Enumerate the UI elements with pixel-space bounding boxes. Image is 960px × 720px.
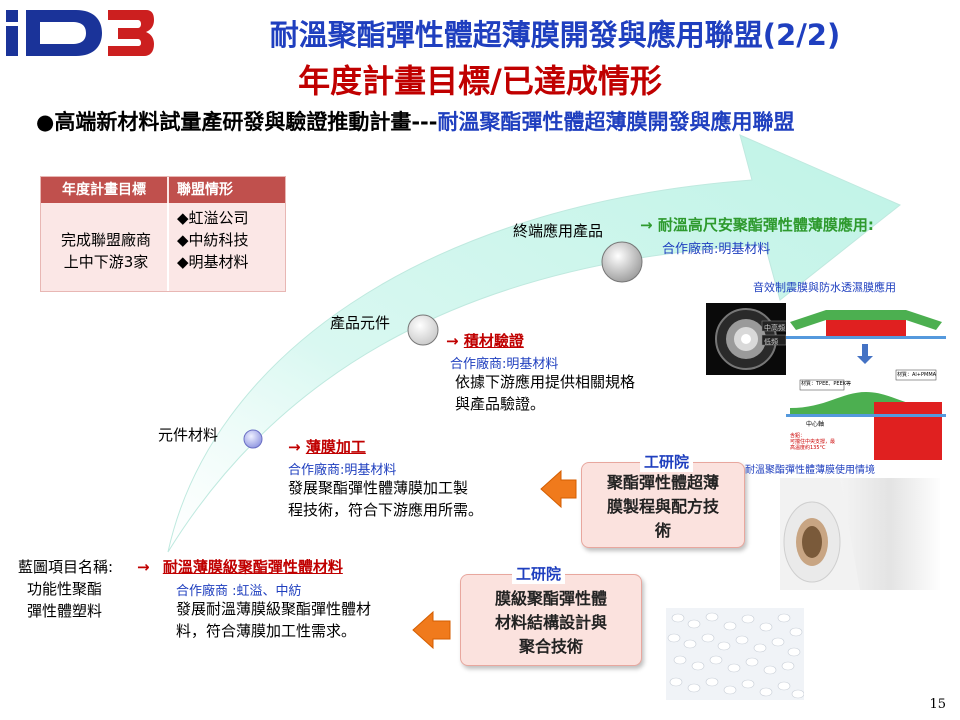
material-label-2: 材質：Al+PMMA [897, 372, 937, 378]
verification-desc: 依據下游應用提供相關規格 與產品驗證。 [455, 371, 635, 415]
plan-name: 耐溫聚酯彈性體超薄膜開發與應用聯盟 [437, 110, 795, 134]
film-processing-partner: 合作廠商:明基材料 [288, 463, 397, 478]
member-item: ◆中紡科技 [177, 231, 249, 249]
desc-line: 程技術，符合下游應用所需。 [288, 501, 484, 519]
box-line: 膜級聚酯彈性體 [494, 589, 607, 608]
desc-line: 發展耐溫薄膜級聚酯彈性體材 [176, 600, 372, 618]
arrow-icon: → [446, 332, 459, 350]
box-line: 材料結構設計與 [494, 613, 607, 632]
desc-line: 與產品驗證。 [455, 395, 546, 413]
orange-arrow-upper [540, 469, 577, 509]
box-line: 術 [654, 521, 671, 540]
blueprint-label: 藍圖項目名稱: 功能性聚酯 彈性體塑料 [18, 556, 113, 622]
member-item: ◆明基材料 [177, 253, 249, 271]
blueprint-partner: 合作廠商 :虹溢、中紡 [176, 584, 302, 599]
box-line: 聚合技術 [518, 637, 583, 656]
desc-line: 發展聚酯彈性體薄膜加工製 [288, 479, 469, 497]
label-mid-high: 中高頻 [764, 324, 785, 332]
verification-heading: → 積材驗證 [446, 330, 524, 351]
film-processing-desc: 發展聚酯彈性體薄膜加工製 程技術，符合下游應用所需。 [288, 477, 483, 521]
stage-node-components [407, 314, 439, 346]
film-roll-image [780, 478, 940, 590]
center-axis-label: 中心軸 [806, 421, 825, 428]
stage-label-components: 產品元件 [330, 314, 391, 332]
pellets-image [666, 608, 804, 700]
table-header-status: 聯盟情形 [169, 177, 285, 203]
plan-prefix: 高端新材料試量產研發與驗證推動計畫--- [54, 110, 438, 134]
diagram-note: 含鋁： 可擋住中央支撐，最 高溫度約135°C [790, 433, 835, 451]
verification-title: 積材驗證 [463, 332, 524, 350]
stage-label-materials: 元件材料 [158, 426, 219, 444]
orange-arrow-lower [412, 610, 451, 650]
itri-label-upper: 工研院 [640, 451, 694, 472]
page-number: 15 [929, 697, 946, 712]
material-label-1: 材質：TPEE、PEEK等 [801, 381, 852, 387]
page-subtitle: 年度計畫目標/已達成情形 [298, 62, 662, 100]
blueprint-heading: → 耐溫薄膜級聚酯彈性體材料 [137, 556, 343, 577]
itri-box-material-design: 膜級聚酯彈性體 材料結構設計與 聚合技術 [460, 574, 642, 666]
note-line: 可擋住中央支撐，最 [790, 439, 836, 445]
application-partner: 合作廠商:明基材料 [662, 242, 771, 257]
desc-line: 依據下游應用提供相關規格 [455, 373, 636, 391]
page-title: 耐溫聚酯彈性體超薄膜開發與應用聯盟(2/2) [269, 18, 841, 52]
blueprint-title: 耐溫薄膜級聚酯彈性體材料 [162, 558, 343, 576]
arrow-icon: → [640, 216, 653, 234]
stage-node-materials [243, 429, 263, 449]
film-processing-heading: → 薄膜加工 [288, 436, 366, 457]
note-line: 含鋁： [790, 433, 806, 439]
stage-node-products [601, 241, 643, 283]
itri-box-film-process: 聚酯彈性體超薄 膜製程與配方技 術 [581, 462, 745, 548]
note-line: 高溫度約135°C [790, 445, 826, 451]
table-members-cell: ◆虹溢公司 ◆中紡科技 ◆明基材料 [177, 207, 249, 273]
id3-logo [6, 10, 154, 56]
table-goal-cell: 完成聯盟廠商 上中下游3家 [47, 229, 165, 273]
goal-line: 完成聯盟廠商 [60, 231, 151, 249]
application-title: 耐溫高尺安聚酯彈性體薄膜應用: [657, 216, 874, 234]
desc-line: 料，符合薄膜加工性需求。 [176, 622, 357, 640]
goal-line: 上中下游3家 [63, 253, 149, 271]
blueprint-desc: 發展耐溫薄膜級聚酯彈性體材 料，符合薄膜加工性需求。 [176, 598, 371, 642]
itri-label-lower: 工研院 [512, 563, 566, 584]
arrow-body [167, 134, 901, 553]
box-line: 聚酯彈性體超薄 [606, 473, 719, 492]
blueprint-label-line: 藍圖項目名稱: [18, 558, 114, 576]
table-header-goal: 年度計畫目標 [41, 177, 167, 203]
blueprint-label-line: 功能性聚酯 [27, 580, 103, 598]
table-divider [167, 203, 169, 291]
arrow-icon: → [137, 558, 150, 576]
caption-top: 音效制震膜與防水透濕膜應用 [753, 281, 896, 294]
goal-table: 年度計畫目標 聯盟情形 完成聯盟廠商 上中下游3家 ◆虹溢公司 ◆中紡科技 ◆明… [40, 176, 286, 292]
bullet: ● [36, 110, 55, 134]
arrow-icon: → [288, 438, 301, 456]
caption-bottom: 耐溫聚酯彈性體薄膜使用情境 [745, 465, 875, 476]
blueprint-label-line: 彈性體塑料 [27, 602, 103, 620]
stage-label-products: 終端應用產品 [513, 222, 604, 240]
plan-heading: ●高端新材料試量產研發與驗證推動計畫---耐溫聚酯彈性體超薄膜開發與應用聯盟 [36, 108, 926, 137]
member-item: ◆虹溢公司 [177, 209, 249, 227]
application-heading: → 耐溫高尺安聚酯彈性體薄膜應用: [640, 214, 874, 235]
verification-partner: 合作廠商:明基材料 [450, 357, 559, 372]
label-low: 低頻 [764, 338, 778, 346]
film-processing-title: 薄膜加工 [305, 438, 366, 456]
box-line: 膜製程與配方技 [606, 497, 719, 516]
membrane-diagram [786, 300, 946, 460]
